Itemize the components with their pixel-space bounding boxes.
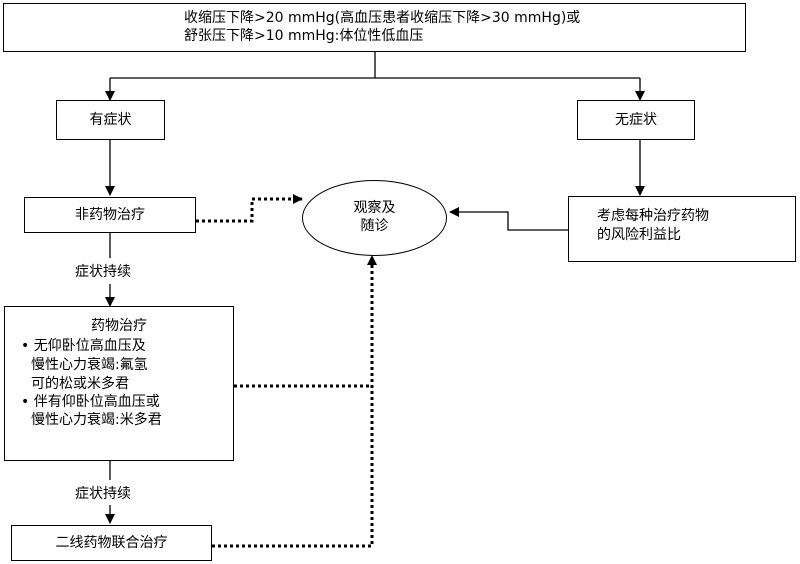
drug-therapy-title: 药物治疗 — [91, 318, 147, 334]
top-condition-box: 收缩压下降>20 mmHg(高血压患者收缩压下降>30 mmHg)或 舒张压下降… — [3, 3, 746, 52]
top-condition-line1: 收缩压下降>20 mmHg(高血压患者收缩压下降>30 mmHg)或 — [184, 10, 581, 26]
observe-line1: 观察及 — [353, 200, 396, 216]
top-condition-line2: 舒张压下降>10 mmHg:体位性低血压 — [184, 28, 424, 44]
drug-option-1-line3: 可的松或米多君 — [31, 376, 129, 392]
risk-benefit-box: 考虑每种治疗药物 的风险利益比 — [568, 196, 796, 262]
observe-line2: 随诊 — [360, 218, 389, 234]
asymptomatic-box: 无症状 — [577, 100, 695, 140]
non-drug-therapy-label: 非药物治疗 — [75, 207, 145, 223]
non-drug-therapy-box: 非药物治疗 — [24, 197, 196, 233]
asymptomatic-label: 无症状 — [615, 112, 657, 128]
dotted-arrow-non-drug-to-observe — [196, 194, 303, 223]
symptomatic-box: 有症状 — [56, 100, 165, 140]
symptoms-persist-label-1: 症状持续 — [75, 264, 131, 280]
drug-option-1-line2: 慢性心力衰竭:氟氢 — [31, 357, 148, 373]
drug-therapy-box: 药物治疗 • 无仰卧位高血压及 慢性心力衰竭:氟氢 可的松或米多君 • 伴有仰卧… — [4, 306, 234, 461]
symptomatic-label: 有症状 — [89, 112, 132, 128]
drug-option-2-line1: • 伴有仰卧位高血压或 — [21, 394, 160, 410]
second-line-combination-label: 二线药物联合治疗 — [55, 535, 168, 551]
arrow-risk-to-observe — [449, 207, 568, 231]
risk-benefit-line1: 考虑每种治疗药物 — [597, 208, 709, 224]
observe-follow-up-ellipse: 观察及 随诊 — [302, 180, 447, 256]
drug-option-2-line2: 慢性心力衰竭:米多君 — [31, 412, 162, 428]
symptoms-persist-label-2: 症状持续 — [75, 486, 131, 502]
drug-option-1-line1: • 无仰卧位高血压及 — [21, 338, 146, 354]
risk-benefit-line2: 的风险利益比 — [597, 227, 681, 243]
dotted-arrow-second-line-to-observe — [212, 255, 377, 548]
second-line-combination-box: 二线药物联合治疗 — [11, 525, 212, 561]
